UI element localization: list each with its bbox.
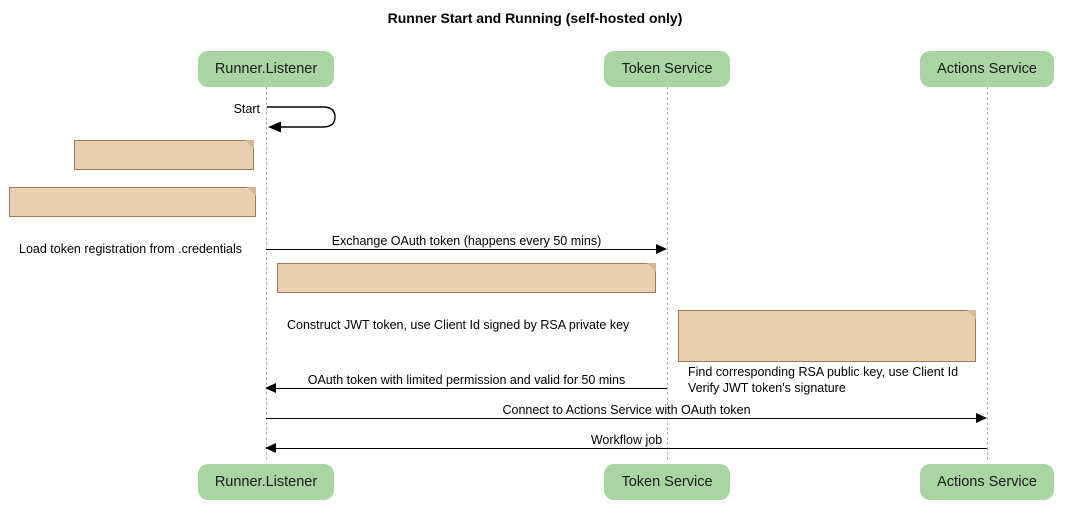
participant-token-bottom[interactable]: Token Service xyxy=(604,464,730,500)
message-arrowhead-workflow-job xyxy=(265,443,276,453)
participant-runner-bottom[interactable]: Runner.Listener xyxy=(198,464,334,500)
participant-token-top[interactable]: Token Service xyxy=(604,51,730,87)
message-label-start: Start xyxy=(233,102,260,116)
note-text: Load token registration from .credential… xyxy=(19,242,243,256)
diagram-title: Runner Start and Running (self-hosted on… xyxy=(387,10,683,26)
message-line-workflow-job xyxy=(275,448,987,449)
note-fold-icon xyxy=(245,140,254,149)
message-line-oauth-return xyxy=(275,388,667,389)
message-label-oauth-return: OAuth token with limited permission and … xyxy=(307,373,626,387)
message-arrowhead-connect-actions xyxy=(976,413,987,423)
message-arrowhead-exchange-oauth xyxy=(656,244,667,254)
note-fold-icon xyxy=(647,263,656,272)
note-load-config: Load config info from .runner xyxy=(74,140,254,209)
participant-label: Actions Service xyxy=(937,474,1037,490)
participant-label: Runner.Listener xyxy=(214,474,318,490)
lifeline-token xyxy=(667,87,668,460)
message-label-workflow-job: Workflow job xyxy=(590,433,663,447)
note-fold-icon xyxy=(967,310,976,319)
message-label-exchange-oauth: Exchange OAuth token (happens every 50 m… xyxy=(331,234,602,248)
lifeline-runner xyxy=(266,87,267,460)
participant-actions-top[interactable]: Actions Service xyxy=(920,51,1054,87)
message-line-exchange-oauth xyxy=(266,249,658,250)
message-label-connect-actions: Connect to Actions Service with OAuth to… xyxy=(502,403,751,417)
note-text: Construct JWT token, use Client Id signe… xyxy=(287,318,630,332)
note-construct-jwt: Construct JWT token, use Client Id signe… xyxy=(277,263,656,332)
self-message-start xyxy=(265,100,343,136)
participant-label: Token Service xyxy=(621,61,713,77)
note-text: Find corresponding RSA public key, use C… xyxy=(688,365,959,395)
participant-label: Token Service xyxy=(621,474,713,490)
message-arrowhead-oauth-return xyxy=(265,383,276,393)
message-line-connect-actions xyxy=(266,418,978,419)
participant-runner-top[interactable]: Runner.Listener xyxy=(198,51,334,87)
note-verify-jwt: Find corresponding RSA public key, use C… xyxy=(678,310,976,395)
lifeline-actions xyxy=(987,87,988,460)
participant-label: Actions Service xyxy=(937,61,1037,77)
note-fold-icon xyxy=(247,187,256,196)
note-load-credentials: Load token registration from .credential… xyxy=(9,187,256,256)
participant-actions-bottom[interactable]: Actions Service xyxy=(920,464,1054,500)
participant-label: Runner.Listener xyxy=(214,61,318,77)
